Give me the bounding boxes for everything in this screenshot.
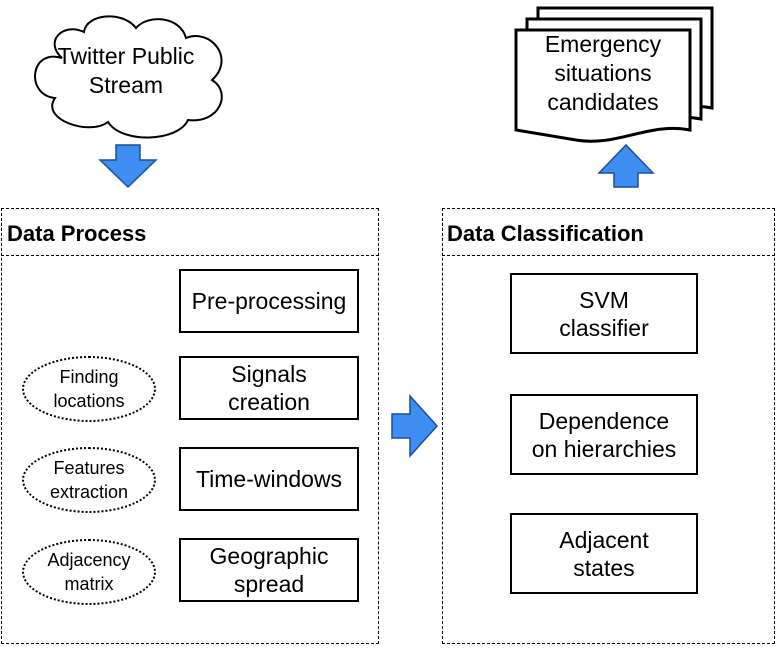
data-classification-header-divider	[442, 208, 775, 256]
data-process-header-divider	[1, 208, 379, 256]
cloud-shape	[34, 15, 223, 139]
data-classification-title: Data Classification	[447, 221, 644, 246]
emergency-candidates-label: Emergency situations candidates	[544, 31, 662, 115]
data-process-title: Data Process	[7, 221, 147, 246]
signals-creation-box: Signals creation	[179, 356, 359, 420]
pre-processing-box: Pre-processing	[179, 269, 359, 333]
adjacency-matrix-ellipse: Adjacency matrix	[22, 539, 156, 605]
svm-classifier-box: SVM classifier	[510, 273, 698, 354]
arrow-right-icon	[391, 394, 439, 458]
time-windows-box: Time-windows	[179, 447, 359, 511]
arrow-up-icon	[597, 143, 655, 188]
adjacent-states-box: Adjacent states	[510, 513, 698, 594]
features-extraction-ellipse: Features extraction	[22, 447, 156, 513]
twitter-stream-label: Twitter Public Stream	[57, 43, 195, 98]
dependence-hierarchies-box: Dependence on hierarchies	[510, 394, 698, 475]
arrow-down-icon	[98, 144, 158, 189]
document-stack-shape	[514, 6, 714, 143]
geographic-spread-box: Geographic spread	[179, 538, 359, 602]
finding-locations-ellipse: Finding locations	[22, 356, 156, 422]
